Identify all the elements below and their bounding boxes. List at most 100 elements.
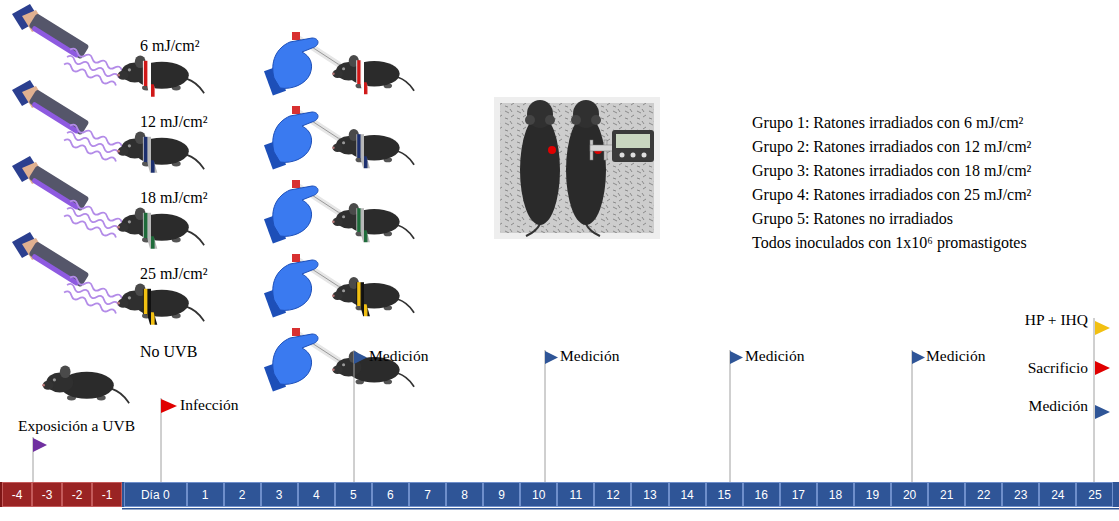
mouse-figure [332, 277, 414, 316]
measurement-photo [526, 224, 540, 236]
day-number: 12 [606, 488, 619, 502]
flag-label: Medición [369, 347, 428, 365]
mouse-figure [42, 365, 129, 403]
day-number: -3 [42, 488, 53, 502]
day-number: 20 [903, 488, 916, 502]
day-number: 15 [717, 488, 730, 502]
timeline-flag [1095, 405, 1110, 419]
uvb-lamp [12, 156, 123, 240]
timeline-day-cell: 24 [1039, 482, 1076, 507]
flag-label: Exposición a UVB [18, 417, 135, 435]
timeline-band [122, 482, 1119, 507]
mouse-figure [117, 207, 204, 248]
mouse-figure [143, 137, 151, 162]
timeline-band [0, 482, 1119, 510]
timeline-flag [912, 351, 925, 364]
pipette-hand [264, 32, 352, 96]
timeline-day-cell: 1 [187, 482, 224, 507]
day-number: 11 [570, 488, 582, 502]
timeline-flag [545, 351, 558, 364]
timeline-flag [354, 350, 355, 482]
day-number: -1 [102, 488, 113, 502]
day-number: 13 [643, 488, 656, 502]
mouse-figure [356, 60, 364, 84]
mouse-figure [360, 230, 370, 242]
measurement-photo [631, 153, 636, 158]
dose-label: 25 mJ/cm² [140, 265, 207, 283]
dose-label: No UVB [140, 343, 197, 361]
dose-label: 12 mJ/cm² [140, 113, 207, 131]
timeline-flag [730, 351, 743, 364]
day-number: 22 [977, 488, 990, 502]
measurement-photo [590, 145, 614, 151]
day-number: 14 [680, 488, 693, 502]
pipette-hand [264, 106, 352, 170]
flag-label: Medición [926, 347, 985, 365]
measurement-photo [616, 134, 650, 148]
group-description: Grupo 3: Ratones irradiados con 18 mJ/cm… [752, 162, 1031, 180]
measurement-photo [525, 115, 535, 125]
mouse-figure [117, 55, 204, 93]
flag-label: Medición [560, 347, 619, 365]
timeline-day-cell: 19 [854, 482, 891, 507]
mouse-figure [117, 131, 204, 169]
timeline-flag [161, 399, 177, 413]
pipette-hand [264, 328, 352, 392]
timeline-flag [912, 350, 913, 482]
day-number: 23 [1014, 488, 1027, 502]
timeline-day-cell: -2 [62, 482, 92, 507]
mouse-figure [360, 82, 370, 94]
day-number: 5 [350, 488, 357, 502]
mouse-figure [147, 312, 158, 325]
mouse-figure [332, 129, 414, 165]
mouse-figure [332, 277, 414, 313]
uvb-lamp [12, 4, 123, 316]
timeline-day-cell: 7 [409, 482, 446, 507]
timeline-flag [1095, 361, 1110, 375]
day-number: 7 [424, 488, 431, 502]
timeline-day-cell: Día 0 [124, 482, 187, 507]
measurement-photo [571, 115, 581, 125]
measurement-photo [612, 130, 654, 162]
mouse-figure [117, 131, 204, 172]
group-description: Todos inoculados con 1x10⁶ promastigotes [752, 234, 1027, 252]
timeline-day-cell: 3 [261, 482, 298, 507]
mouse-figure [117, 207, 204, 245]
dose-label: 18 mJ/cm² [140, 189, 207, 207]
timeline-day-cell: 16 [743, 482, 780, 507]
group-description: Grupo 5: Ratones no irradiados [752, 210, 953, 228]
uvb-lamp [12, 4, 123, 88]
day-number: 25 [1088, 488, 1101, 502]
flag-label: HP + IHQ [1025, 311, 1088, 329]
mouse-figure [356, 282, 364, 306]
measurement-photo [520, 115, 560, 225]
timeline-day-cell: 23 [1002, 482, 1039, 507]
dose-label: 6 mJ/cm² [140, 37, 199, 55]
timeline-day-cell: 10 [520, 482, 557, 507]
timeline-day-cell: 17 [780, 482, 817, 507]
mouse-figure [143, 289, 151, 314]
timeline-day-cell: 21 [928, 482, 965, 507]
day-number: 8 [461, 488, 468, 502]
mouse-figure [117, 55, 204, 96]
day-number: 9 [498, 488, 505, 502]
timeline-flag [33, 438, 47, 452]
uvb-lamp [12, 80, 123, 164]
mouse-figure [147, 84, 158, 97]
timeline-day-cell: 25 [1076, 482, 1113, 507]
mouse-figure [360, 304, 370, 316]
timeline-flag [354, 351, 367, 364]
pipette-hand [264, 180, 352, 244]
measurement-photo [497, 100, 657, 236]
timeline-day-cell: 15 [706, 482, 743, 507]
mouse-figure [332, 203, 414, 239]
day-number: 10 [532, 488, 545, 502]
timeline-day-cell: 8 [446, 482, 483, 507]
mouse-figure [356, 134, 364, 158]
timeline-day-cell: -3 [32, 482, 62, 507]
timeline-flag [1094, 318, 1095, 482]
day-number: 1 [202, 488, 209, 502]
day-number: 19 [866, 488, 879, 502]
